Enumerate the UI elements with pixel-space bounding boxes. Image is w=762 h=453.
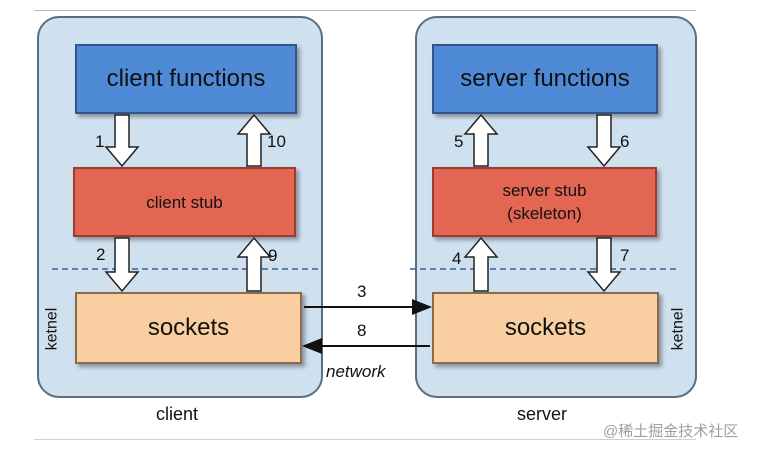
step-2-label: 2 xyxy=(96,245,106,264)
arrow-5-up xyxy=(463,113,499,167)
client-kernel-label: ketnel xyxy=(43,307,61,351)
server-sockets-box: sockets xyxy=(432,292,659,364)
step-6-label: 6 xyxy=(620,132,630,151)
server-functions-box: server functions xyxy=(432,44,658,114)
client-caption: client xyxy=(156,404,199,424)
step-1-label: 1 xyxy=(95,132,105,151)
server-stub-line2: (skeleton) xyxy=(507,204,582,223)
arrow-1-down xyxy=(104,114,140,168)
arrow-2-down xyxy=(104,237,140,293)
step-7-label: 7 xyxy=(620,246,630,265)
server-caption: server xyxy=(517,404,568,424)
server-stub-line1: server stub xyxy=(502,181,587,200)
network-label: network xyxy=(326,362,386,381)
arrow-6-down xyxy=(586,114,622,168)
step-8-label: 8 xyxy=(357,321,367,340)
arrow-9-up xyxy=(236,236,272,292)
step-9-label: 9 xyxy=(268,246,278,265)
server-kernel-label: ketnel xyxy=(669,307,687,351)
arrow-10-up xyxy=(236,113,272,167)
step-3-label: 3 xyxy=(357,282,367,301)
step-5-label: 5 xyxy=(454,132,464,151)
client-stub-box: client stub xyxy=(73,167,296,237)
client-functions-box: client functions xyxy=(75,44,297,114)
server-stub-box: server stub (skeleton) xyxy=(432,167,657,237)
step-4-label: 4 xyxy=(452,249,462,268)
client-sockets-box: sockets xyxy=(75,292,302,364)
arrow-4-up xyxy=(463,236,499,292)
watermark-text: @稀土掘金技术社区 xyxy=(603,423,739,440)
step-10-label: 10 xyxy=(267,132,286,151)
arrow-7-down xyxy=(586,237,622,293)
